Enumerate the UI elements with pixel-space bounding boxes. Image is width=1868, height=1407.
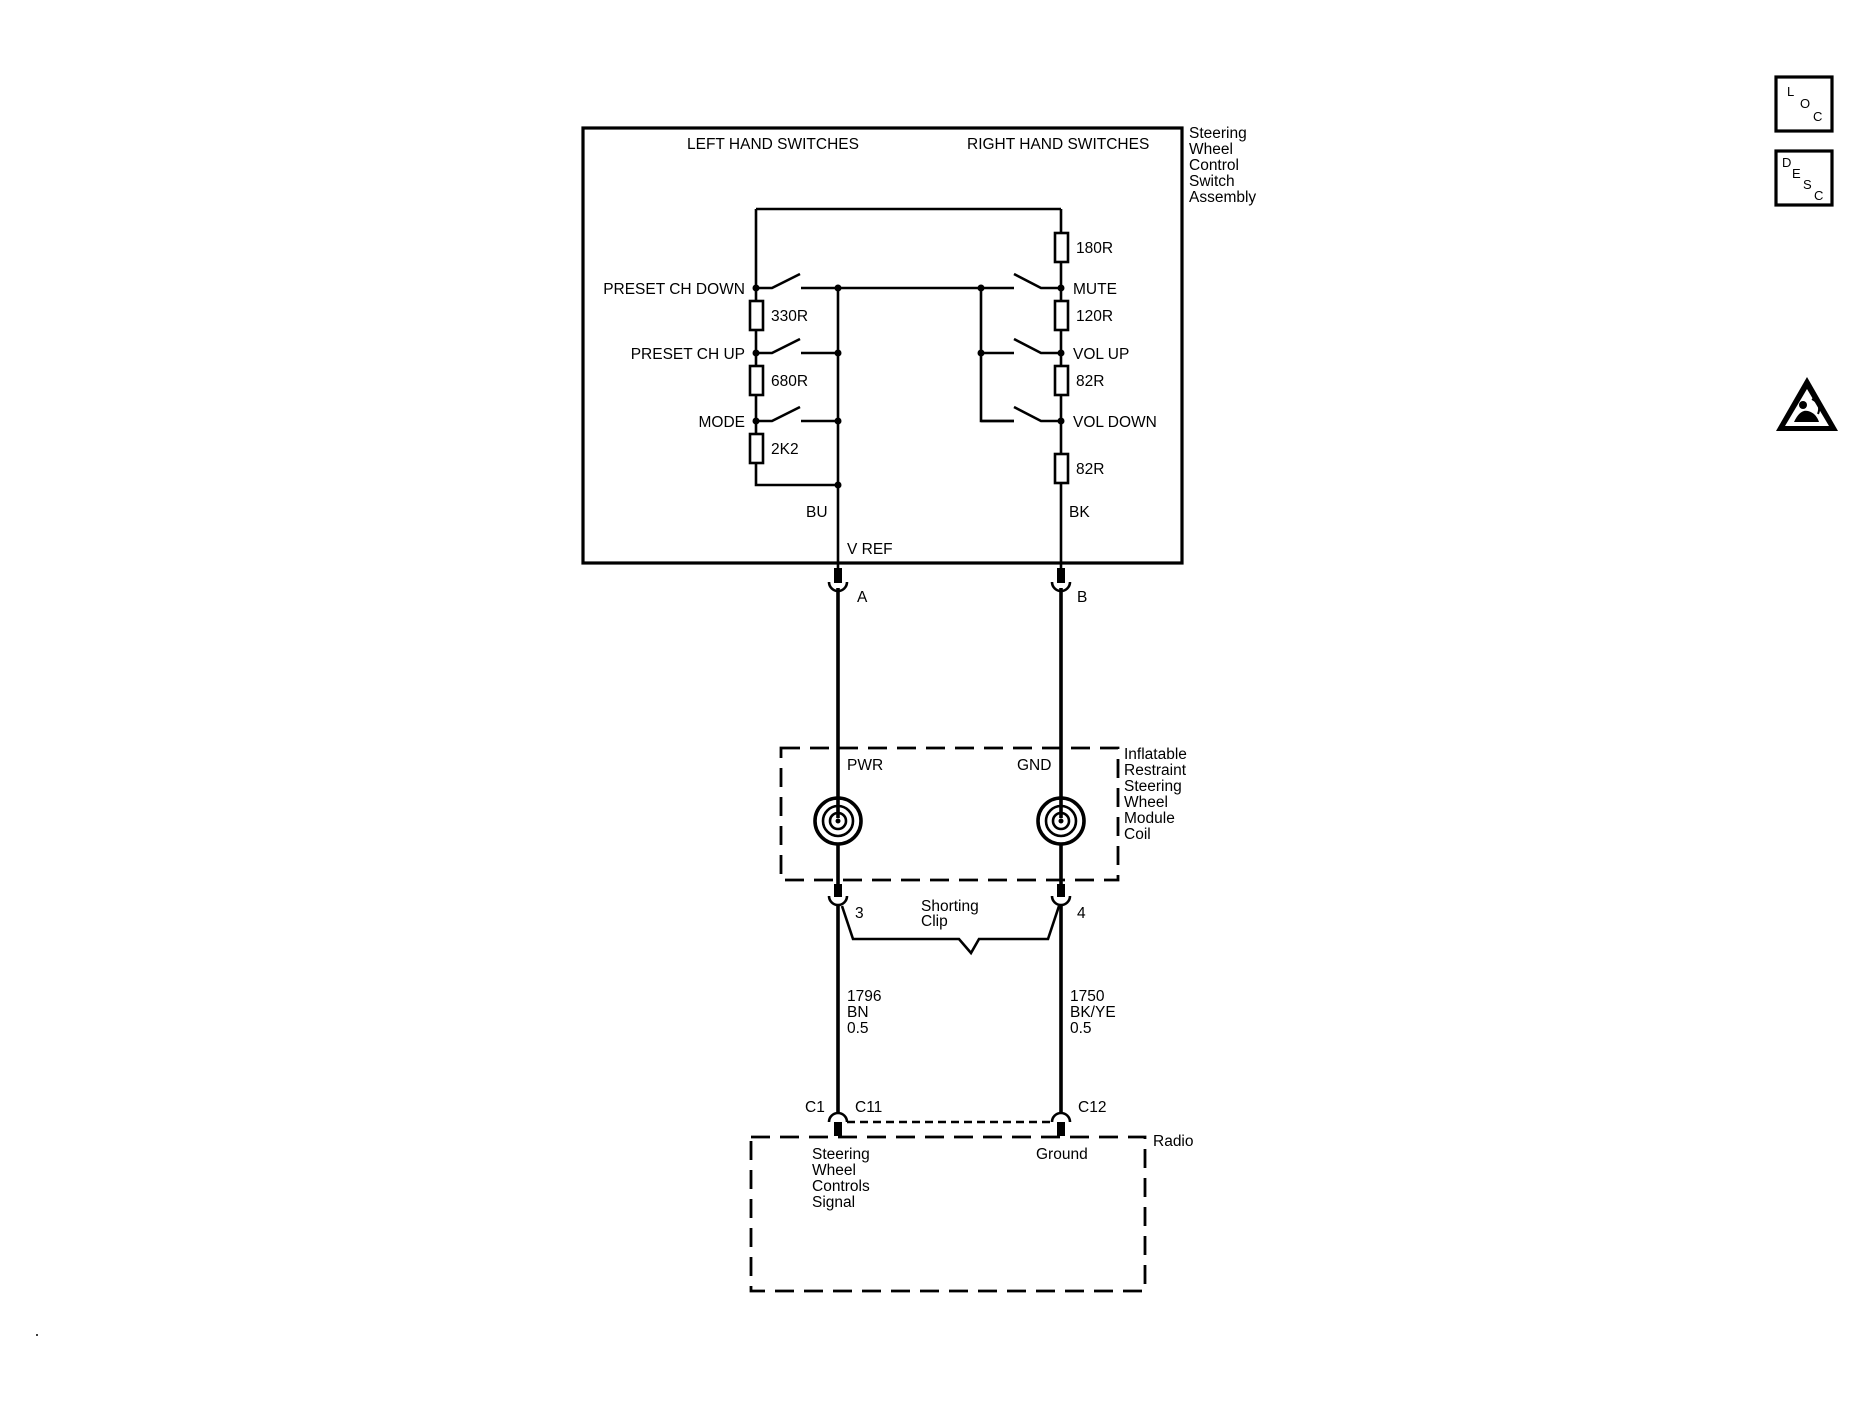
circuit-label-left: 1796 BN 0.5 <box>847 988 881 1037</box>
radio-ground-label: Ground <box>1036 1146 1088 1163</box>
radio-signal-label-line: Steering <box>812 1146 870 1163</box>
switch-label-preset-ch-down: PRESET CH DOWN <box>603 281 745 298</box>
radio-signal-label-line: Wheel <box>812 1162 856 1179</box>
desc-icon[interactable]: D E S C <box>1774 149 1834 207</box>
connector-c12 <box>1050 1111 1072 1136</box>
circuit-number: 1750 <box>1070 988 1105 1005</box>
clockspring-coil-icon <box>813 796 863 846</box>
circuit-label-right: 1750 BK/YE 0.5 <box>1070 988 1116 1037</box>
switch-preset-ch-down <box>752 272 842 292</box>
right-resistor-label: 120R <box>1076 308 1113 325</box>
connector-4: 4 <box>1050 884 1086 922</box>
pwr-label: PWR <box>847 757 883 774</box>
left-resistor <box>748 299 765 332</box>
desc-icon-letter: D <box>1782 155 1791 170</box>
radio-signal-label-line: Signal <box>812 1194 855 1211</box>
radio: C1 C11 C12 Radio Steering Wheel Controls… <box>749 1099 1194 1293</box>
loc-icon-letter: C <box>1813 109 1822 124</box>
switch-assembly-box <box>581 126 1184 565</box>
coil-module-label-line: Inflatable <box>1124 746 1187 763</box>
right-resistor-label: 180R <box>1076 240 1113 257</box>
coil-module-label-line: Coil <box>1124 826 1151 843</box>
switch-assembly-label-line: Switch <box>1189 173 1235 190</box>
pin-c12-label: C12 <box>1078 1099 1106 1116</box>
radio-signal-label-line: Controls <box>812 1178 870 1195</box>
desc-icon-letter: S <box>1803 177 1812 192</box>
shorting-clip-label: Shorting <box>921 898 979 915</box>
coil-module-label-line: Restraint <box>1124 762 1187 779</box>
shorting-clip: Shorting Clip <box>840 898 1061 956</box>
switch-mode <box>752 405 842 425</box>
switch-label-vol-up: VOL UP <box>1073 346 1129 363</box>
pin-c11-label: C11 <box>855 1099 882 1116</box>
left-resistor-label: 330R <box>771 308 808 325</box>
switch-assembly-label-line: Steering <box>1189 125 1247 142</box>
right-resistor-label: 82R <box>1076 373 1104 390</box>
radio-box <box>749 1135 1147 1293</box>
left-hand-switches-header: LEFT HAND SWITCHES <box>687 136 859 153</box>
desc-icon-letter: C <box>1814 188 1823 203</box>
circuit-gauge: 0.5 <box>1070 1020 1092 1037</box>
connector-b: B <box>1050 568 1087 606</box>
loc-icon-letter: O <box>1800 96 1810 111</box>
circuit-color: BN <box>847 1004 869 1021</box>
right-resistor <box>1053 231 1070 264</box>
vref-label: V REF <box>847 541 893 558</box>
clockspring-coil-icon <box>1036 796 1086 846</box>
coil-module-label-line: Wheel <box>1124 794 1168 811</box>
switch-assembly-label-line: Wheel <box>1189 141 1233 158</box>
coil-module-label-line: Steering <box>1124 778 1182 795</box>
right-switch-common-wire <box>979 288 1014 423</box>
coil-module-label-line: Module <box>1124 810 1175 827</box>
switch-vol-up <box>1013 337 1065 357</box>
circuit-color: BK/YE <box>1070 1004 1116 1021</box>
circuit-number: 1796 <box>847 988 881 1005</box>
switch-mute <box>1013 272 1065 292</box>
circuit-gauge: 0.5 <box>847 1020 869 1037</box>
connector-a: A <box>827 568 868 606</box>
switch-label-mute: MUTE <box>1073 281 1117 298</box>
switch-label-preset-ch-up: PRESET CH UP <box>631 346 745 363</box>
right-resistor <box>1053 452 1070 485</box>
gnd-label: GND <box>1017 757 1051 774</box>
pin-4-label: 4 <box>1077 905 1086 922</box>
loc-icon-letter: L <box>1787 84 1794 99</box>
pin-c1-label: C1 <box>805 1099 825 1116</box>
pin-a-label: A <box>857 589 868 606</box>
connector-c1-c11 <box>827 1111 849 1136</box>
switch-assembly: LEFT HAND SWITCHES RIGHT HAND SWITCHES S… <box>581 125 1256 575</box>
connector-3: 3 <box>827 884 864 922</box>
coil-module-box <box>779 746 1120 882</box>
left-resistor <box>748 364 765 397</box>
right-resistor <box>1053 364 1070 397</box>
wire-color-bk: BK <box>1069 504 1090 521</box>
switch-label-vol-down: VOL DOWN <box>1073 414 1157 431</box>
right-hand-switches-header: RIGHT HAND SWITCHES <box>967 136 1149 153</box>
switch-label-mode: MODE <box>699 414 746 431</box>
coil-module: PWR GND Inflatable Restraint Steering Wh… <box>779 746 1187 882</box>
left-resistor-label: 680R <box>771 373 808 390</box>
pin-b-label: B <box>1077 589 1087 606</box>
wire-color-bu: BU <box>806 504 828 521</box>
right-resistor <box>1053 299 1070 332</box>
switch-assembly-label-line: Assembly <box>1189 189 1256 206</box>
radio-label: Radio <box>1153 1133 1194 1150</box>
left-resistor-label: 2K2 <box>771 441 799 458</box>
desc-icon-letter: E <box>1792 166 1801 181</box>
airbag-warning-icon[interactable] <box>1776 377 1838 431</box>
switch-preset-ch-up <box>752 337 842 357</box>
pin-3-label: 3 <box>855 905 864 922</box>
switch-vol-down <box>1013 405 1065 425</box>
shorting-clip-label: Clip <box>921 913 948 930</box>
scan-dot <box>36 1334 38 1336</box>
right-resistor-label: 82R <box>1076 461 1104 478</box>
loc-icon[interactable]: L O C <box>1774 75 1834 133</box>
left-resistor <box>748 432 765 465</box>
switch-assembly-label-line: Control <box>1189 157 1239 174</box>
